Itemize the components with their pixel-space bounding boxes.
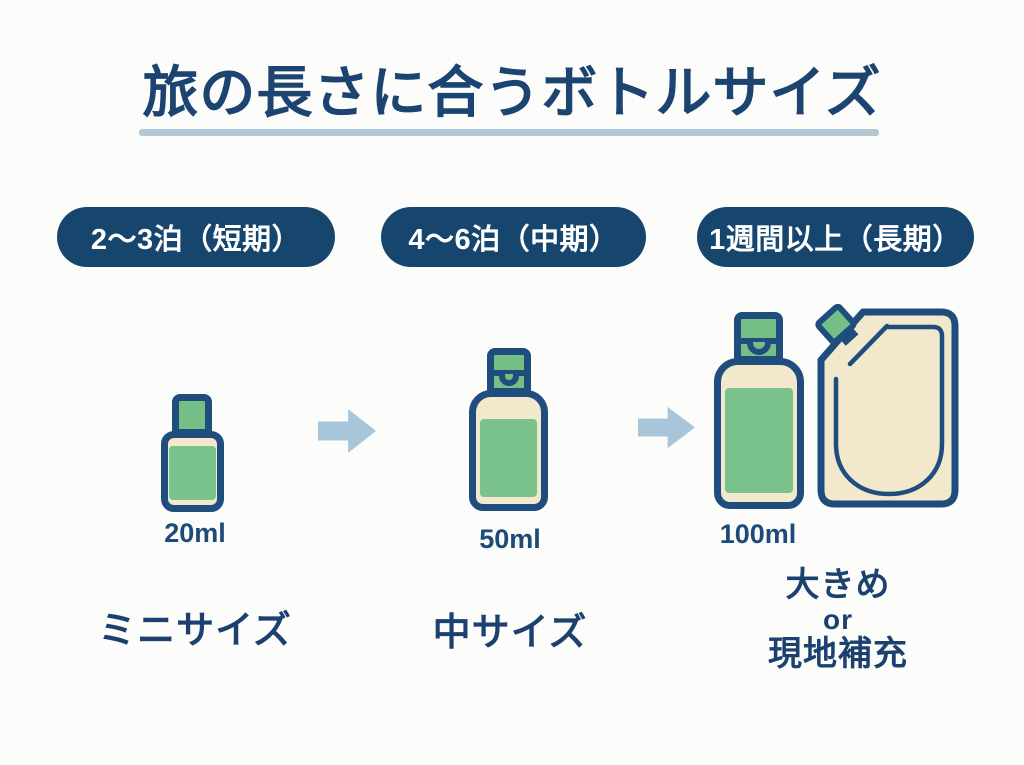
size-label-medium: 中サイズ	[432, 612, 588, 654]
medium-cap-seam	[487, 370, 531, 376]
pouch-spout-icon	[815, 303, 859, 346]
refill-pouch-icon	[815, 303, 959, 508]
title-underline	[139, 129, 879, 136]
size-label-mini: ミニサイズ	[98, 610, 292, 652]
arrow-right-icon	[318, 409, 376, 453]
pouch-inner-line	[833, 324, 945, 497]
small-bottle-cap	[172, 394, 212, 436]
volume-label-large: 100ml	[719, 519, 797, 549]
duration-pill-long: 1週間以上（長期）	[697, 207, 974, 267]
size-label-large-line3: 現地補充	[768, 635, 908, 674]
volume-label-small: 20ml	[164, 518, 226, 548]
medium-bottle-body	[469, 390, 548, 511]
volume-label-medium: 50ml	[479, 524, 541, 554]
duration-pill-medium-label: 4〜6泊（中期）	[408, 224, 619, 256]
medium-bottle-label	[480, 419, 537, 497]
large-cap-seam	[734, 338, 783, 344]
small-bottle-body	[161, 431, 224, 512]
duration-pill-medium: 4〜6泊（中期）	[381, 207, 646, 267]
arrow-right-icon	[638, 406, 695, 449]
large-bottle-body	[714, 358, 804, 509]
small-bottle-label	[169, 446, 216, 500]
medium-bottle-cap	[487, 348, 531, 395]
size-label-large-or: or	[823, 604, 853, 636]
large-cap-notch	[746, 342, 771, 355]
pouch-slant-line	[847, 323, 890, 367]
pouch-body	[817, 308, 959, 508]
large-bottle-cap	[734, 312, 783, 363]
large-bottle-label	[725, 388, 793, 493]
size-label-large: 大きめ or 現地補充	[700, 566, 976, 674]
medium-cap-notch	[499, 374, 519, 386]
duration-pill-short: 2〜3泊（短期）	[57, 207, 335, 267]
page-title: 旅の長さに合うボトルサイズ	[142, 61, 882, 124]
duration-pill-long-label: 1週間以上（長期）	[709, 224, 962, 256]
size-label-large-line1: 大きめ	[785, 566, 891, 604]
duration-pill-short-label: 2〜3泊（短期）	[90, 224, 302, 256]
